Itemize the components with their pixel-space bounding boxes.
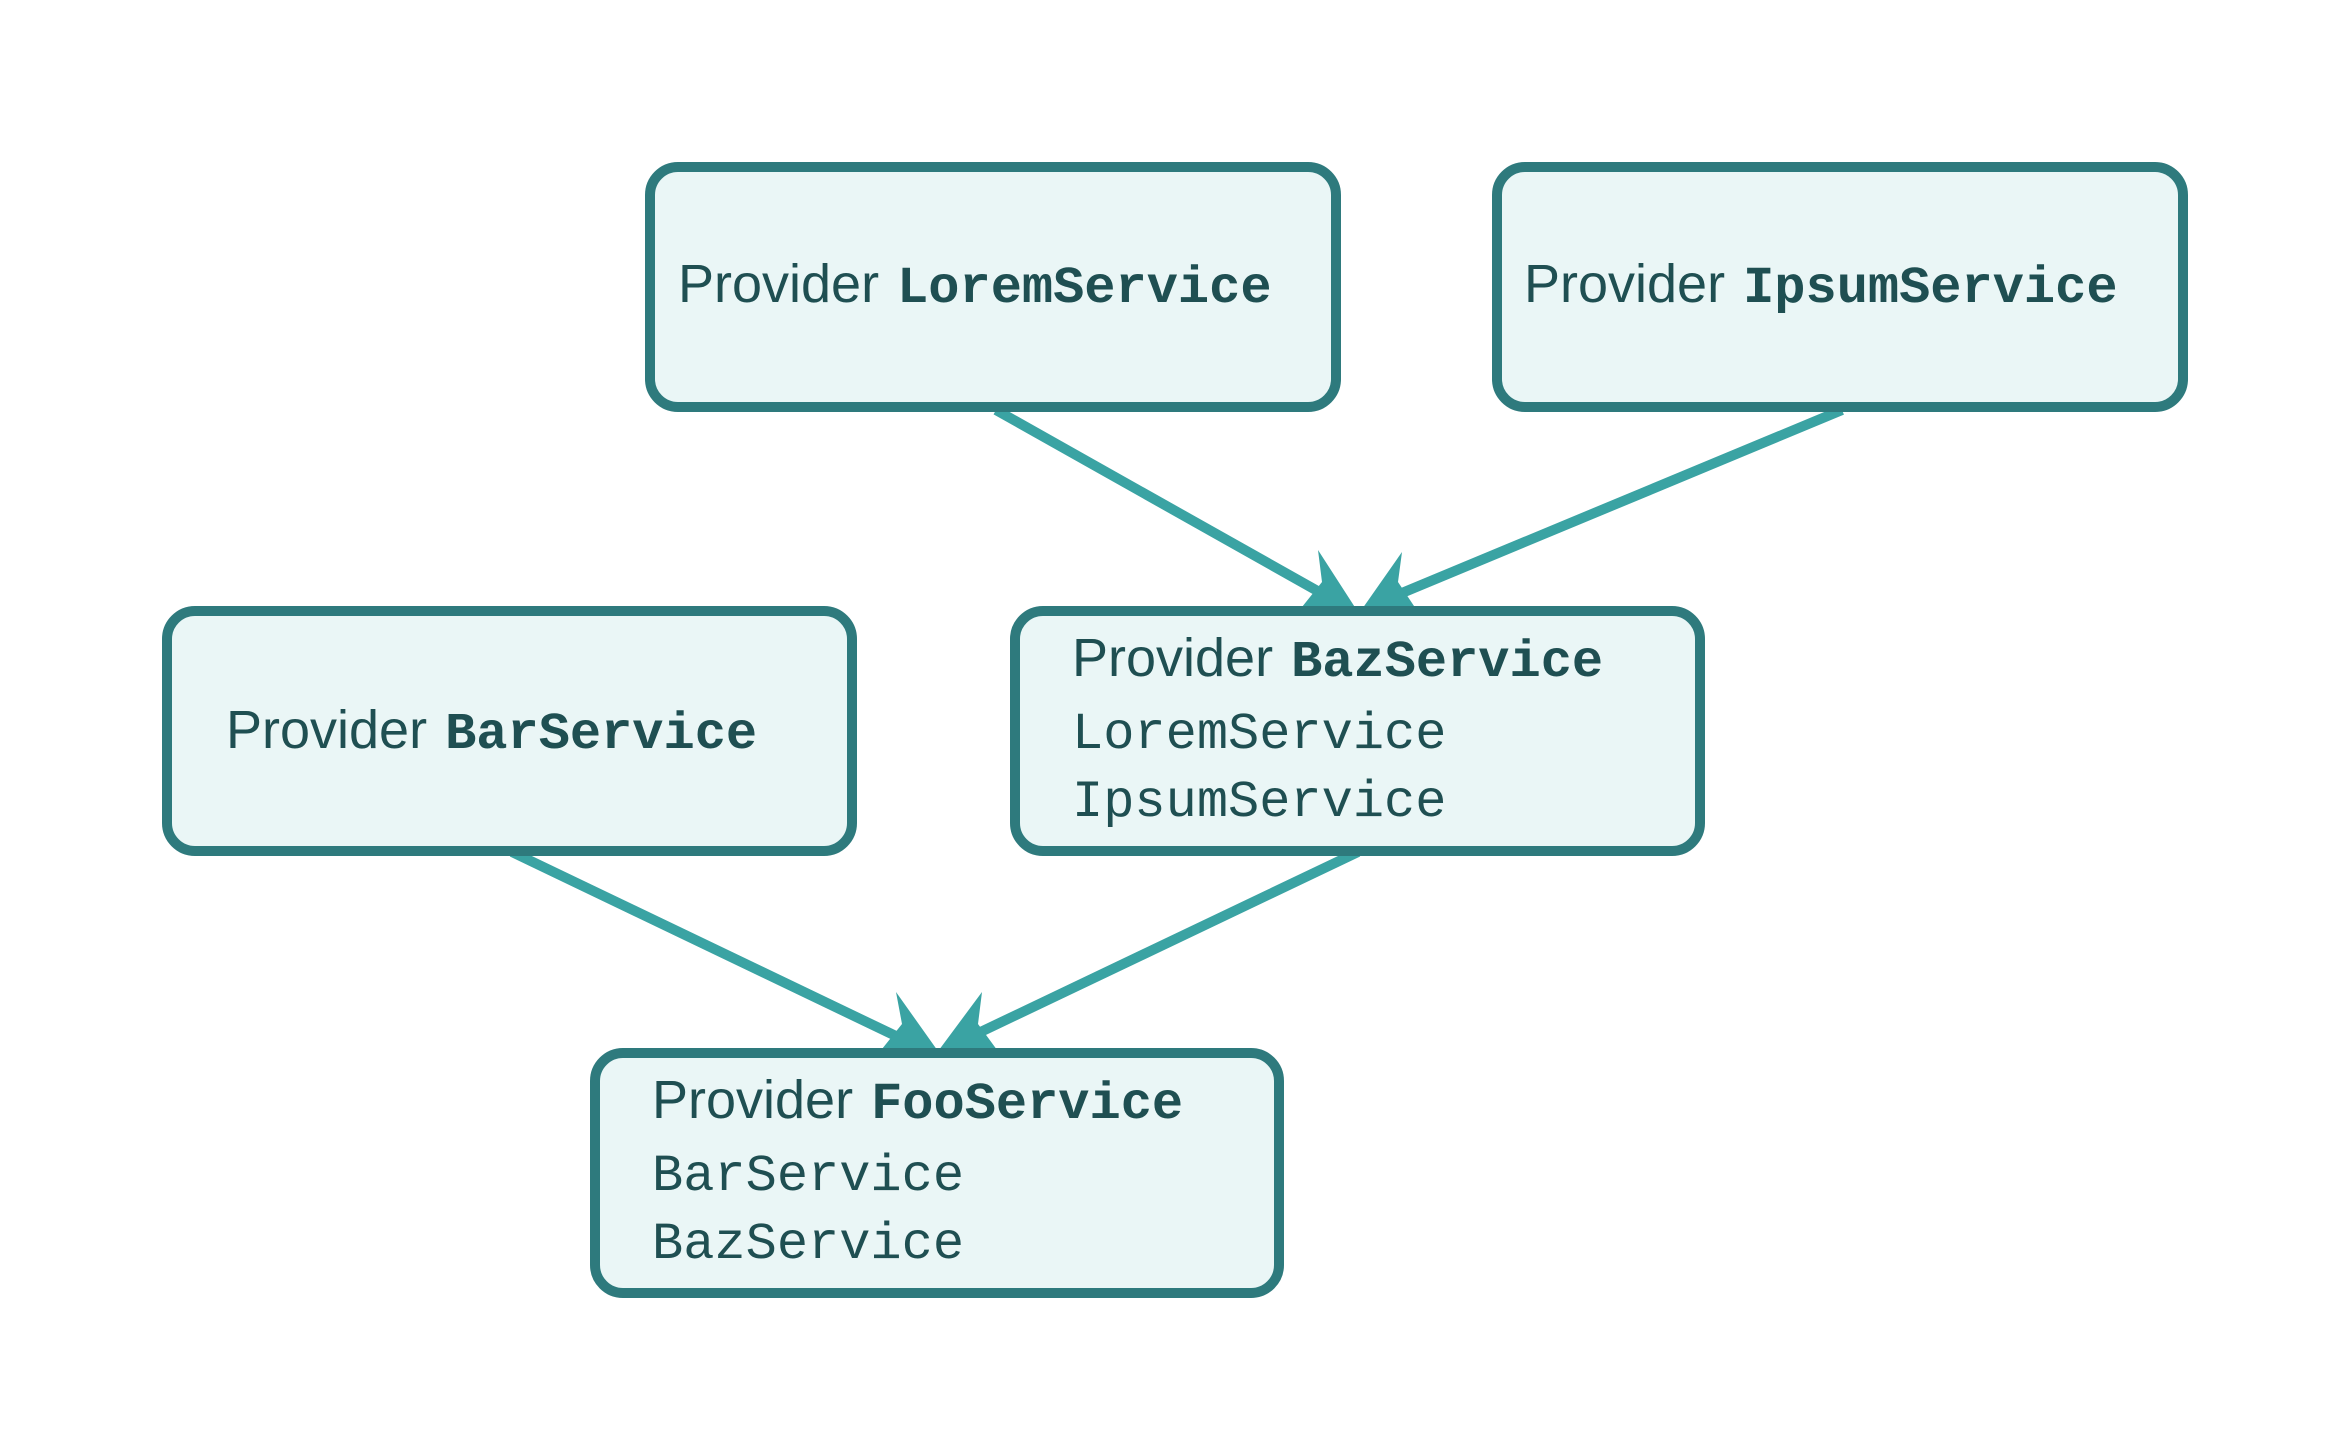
service-name: BazService xyxy=(1291,633,1603,692)
arrow-head xyxy=(878,992,940,1054)
node-title: Provider LoremService xyxy=(678,254,1272,318)
dependency-item: LoremService xyxy=(1072,705,1446,764)
provider-label: Provider xyxy=(1072,628,1273,688)
service-name: LoremService xyxy=(897,259,1271,318)
node-bar-service: Provider BarService xyxy=(162,606,857,856)
dependency-item: BazService xyxy=(652,1215,964,1274)
dependency-item: BarService xyxy=(652,1147,964,1206)
node-ipsum-service: Provider IpsumService xyxy=(1492,162,2188,412)
provider-label: Provider xyxy=(226,700,427,760)
node-foo-service: Provider FooService BarService BazServic… xyxy=(590,1048,1284,1298)
service-name: BarService xyxy=(445,705,757,764)
provider-label: Provider xyxy=(1524,254,1725,314)
edges xyxy=(509,405,1844,1054)
edge-baz-to-foo xyxy=(936,847,1361,1054)
service-name: FooService xyxy=(871,1075,1183,1134)
node-lorem-service: Provider LoremService xyxy=(645,162,1341,412)
node-title: Provider BazService xyxy=(1072,628,1603,692)
node-box xyxy=(1010,606,1705,856)
provider-label: Provider xyxy=(652,1070,853,1130)
service-name: IpsumService xyxy=(1743,259,2117,318)
node-title: Provider BarService xyxy=(226,700,757,764)
dependency-item: IpsumService xyxy=(1072,773,1446,832)
node-baz-service: Provider BazService LoremService IpsumSe… xyxy=(1010,606,1705,856)
node-title: Provider FooService xyxy=(652,1070,1183,1134)
node-box xyxy=(590,1048,1284,1298)
arrow-head xyxy=(936,992,1000,1054)
provider-label: Provider xyxy=(678,254,879,314)
edge-bar-to-foo xyxy=(509,847,940,1054)
node-title: Provider IpsumService xyxy=(1524,254,2118,318)
edge-ipsum-to-baz xyxy=(1360,405,1844,612)
node-box xyxy=(1492,162,2188,412)
arrow-head xyxy=(1298,550,1358,612)
arrow-head xyxy=(1360,552,1418,612)
node-box xyxy=(162,606,857,856)
node-box xyxy=(645,162,1341,412)
edge-lorem-to-baz xyxy=(993,405,1358,612)
